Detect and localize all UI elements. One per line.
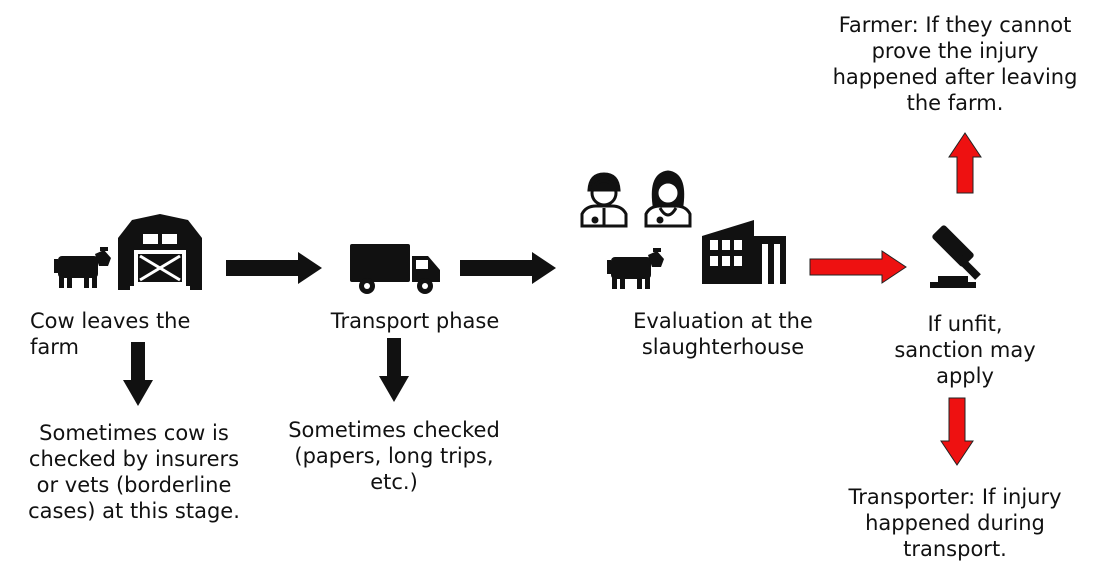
label-transport-check: Sometimes checked (papers, long trips, e…: [288, 418, 500, 494]
arrow-farm-to-check: [123, 342, 153, 406]
label-farmer-sanction: Farmer: If they cannot prove the injury …: [832, 13, 1078, 115]
arrow-evaluation-to-sanction: [809, 250, 907, 284]
barn-icon: [118, 214, 202, 290]
cow-icon: [54, 247, 111, 288]
arrow-transport-to-evaluation: [460, 252, 556, 284]
vet-male-icon: [580, 172, 628, 228]
gavel-icon: [930, 225, 981, 288]
arrow-farm-to-transport: [226, 252, 322, 284]
label-transport-phase: Transport phase: [330, 309, 500, 333]
label-transporter-sanction: Transporter: If injury happened during t…: [848, 485, 1062, 561]
truck-icon: [350, 244, 440, 294]
arrow-sanction-to-farmer: [948, 132, 982, 194]
label-cow-leaves: Cow leaves the farm: [30, 309, 191, 359]
arrow-sanction-to-transporter: [940, 397, 974, 466]
vet-female-icon: [644, 170, 692, 228]
label-if-unfit: If unfit, sanction may apply: [894, 312, 1036, 388]
arrow-transport-to-check: [379, 338, 409, 402]
slaughterhouse-icon: [702, 220, 786, 284]
cow-icon: [607, 248, 664, 289]
label-evaluation: Evaluation at the slaughterhouse: [633, 309, 813, 359]
label-farm-check: Sometimes cow is checked by insurers or …: [28, 421, 240, 523]
